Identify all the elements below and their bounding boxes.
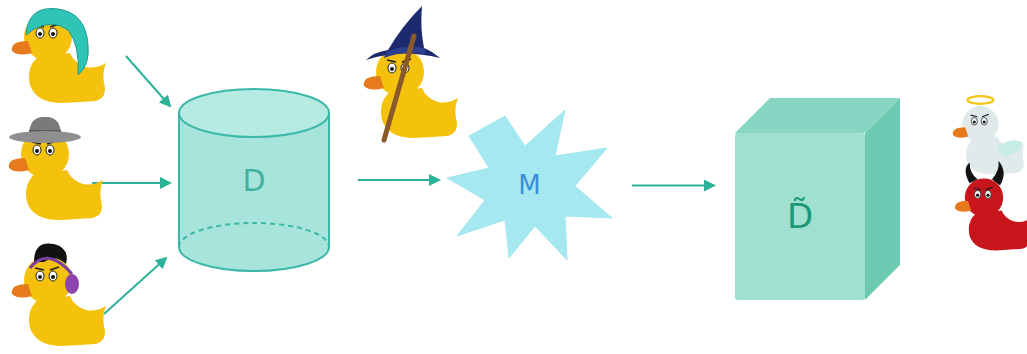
duck-wizard [364, 6, 458, 140]
flow-arrow [632, 185, 714, 187]
input-arrow [126, 56, 170, 106]
duck-grey-hat [9, 117, 103, 220]
input-arrow [104, 258, 166, 314]
node-label: M [518, 171, 540, 200]
duck-cyan-hair [12, 9, 106, 103]
output-cube-outline [735, 98, 900, 300]
output-cube: D̃ [735, 98, 900, 300]
duck-angel [953, 96, 1025, 174]
flow-arrow [358, 179, 439, 181]
input-arrow [92, 182, 170, 184]
duck-devil [955, 161, 1027, 251]
node-label: D̃ [787, 198, 813, 235]
duck-headphones [12, 243, 106, 346]
model-starburst: M [447, 108, 612, 263]
dataset-cylinder: D [178, 88, 330, 272]
node-label: D [242, 164, 265, 197]
